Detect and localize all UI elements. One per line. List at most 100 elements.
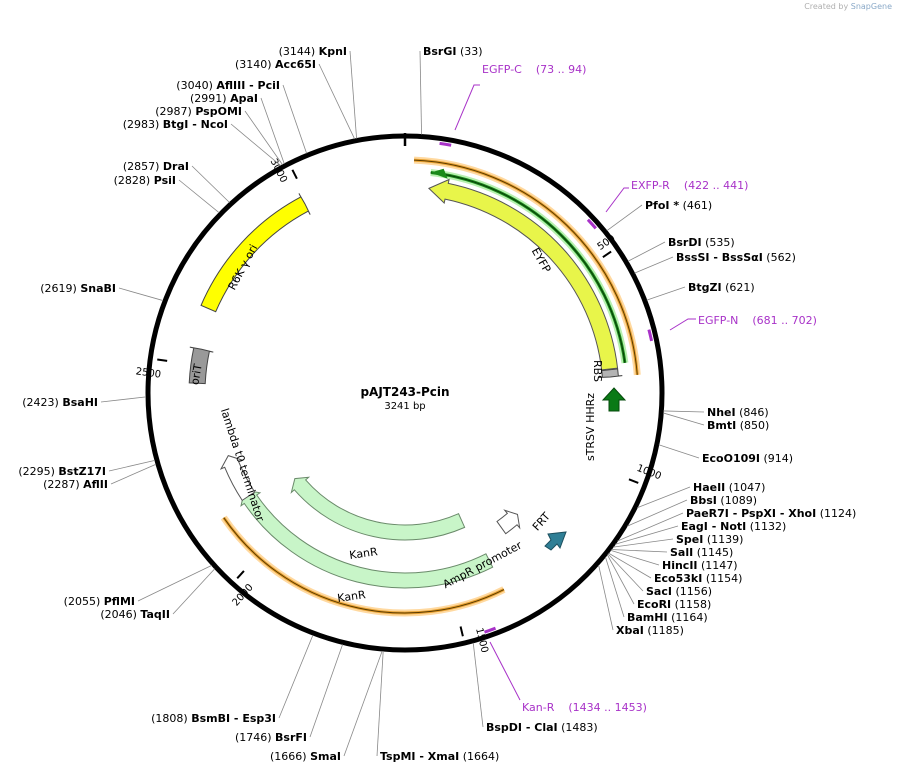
site-position: (1808) xyxy=(151,712,188,725)
site-label[interactable]: SpeI (1139) xyxy=(676,533,743,546)
site-label[interactable]: BamHI (1164) xyxy=(627,611,708,624)
feature-r6k-gamma-ori[interactable] xyxy=(200,193,311,313)
feature-kanr-inner[interactable] xyxy=(290,476,466,541)
site-position: (1047) xyxy=(729,481,766,494)
site-label[interactable]: NheI (846) xyxy=(707,406,769,419)
feature-lambda-t0-terminator[interactable] xyxy=(219,455,256,502)
site-name: DraI xyxy=(163,160,189,173)
site-name: PsiI xyxy=(154,174,176,187)
site-label[interactable]: (2423) BsaHI xyxy=(22,396,98,409)
site-name: Esp3I xyxy=(242,712,276,725)
site-label[interactable]: (3144) KpnI xyxy=(279,45,347,58)
site-label[interactable]: PaeR7I - PspXI - XhoI (1124) xyxy=(686,507,856,520)
primer-label[interactable]: Kan-R(1434 .. 1453) xyxy=(522,701,647,714)
primer-leader xyxy=(605,187,629,213)
site-leader xyxy=(634,256,674,274)
primer-mark xyxy=(484,626,497,634)
site-label[interactable]: EagI - NotI (1132) xyxy=(681,520,786,533)
site-label[interactable]: (1666) SmaI xyxy=(270,750,341,763)
site-label[interactable]: BtgZI (621) xyxy=(688,281,755,294)
site-label[interactable]: (2857) DraI xyxy=(123,160,189,173)
site-label[interactable]: SacI (1156) xyxy=(646,585,712,598)
site-leader xyxy=(230,123,282,167)
site-position: (3140) xyxy=(235,58,272,71)
site-leader xyxy=(137,565,212,602)
site-label[interactable]: (2287) AflII xyxy=(43,478,108,491)
site-name: PfoI * xyxy=(645,199,679,212)
tick-mark xyxy=(602,250,612,259)
site-position: (535) xyxy=(705,236,735,249)
site-position: (1185) xyxy=(647,624,684,637)
site-label[interactable]: BsrGI (33) xyxy=(423,45,483,58)
site-label[interactable]: XbaI (1185) xyxy=(616,624,684,637)
site-label[interactable]: BssSI - BssSαI (562) xyxy=(676,251,796,264)
site-label[interactable]: SalI (1145) xyxy=(670,546,733,559)
site-label[interactable]: EcoRI (1158) xyxy=(637,598,711,611)
site-label[interactable]: (2991) ApaI xyxy=(190,92,258,105)
tick-mark xyxy=(459,626,464,637)
site-name: BbsI xyxy=(690,494,717,507)
site-label[interactable]: TspMI - XmaI (1664) xyxy=(380,750,499,763)
feature-strsv-hhrz[interactable] xyxy=(601,387,627,412)
feature-label-rbs: RBS xyxy=(591,360,604,382)
site-name: BsmBI xyxy=(191,712,230,725)
site-leader xyxy=(663,412,705,426)
site-label[interactable]: (3140) Acc65I xyxy=(235,58,316,71)
site-position: (562) xyxy=(766,251,796,264)
site-leader xyxy=(605,556,625,618)
site-label[interactable]: Eco53kI (1154) xyxy=(654,572,742,585)
site-label[interactable]: HaeII (1047) xyxy=(693,481,765,494)
site-name: PspXI xyxy=(741,507,776,520)
site-label[interactable]: HincII (1147) xyxy=(662,559,738,572)
feature-rbs[interactable] xyxy=(598,368,623,379)
site-label[interactable]: (2055) PflMI xyxy=(64,595,135,608)
feature-frt[interactable] xyxy=(544,531,567,551)
primer-label[interactable]: EGFP-N(681 .. 702) xyxy=(698,314,817,327)
primer-label[interactable]: EGFP-C(73 .. 94) xyxy=(482,63,586,76)
site-leader xyxy=(309,644,343,738)
primer-name: EGFP-N xyxy=(698,314,738,327)
site-label[interactable]: (2983) BtgI - NcoI xyxy=(123,118,228,131)
site-position: (1124) xyxy=(820,507,857,520)
site-label[interactable]: (2046) TaqII xyxy=(100,608,170,621)
site-name: BsrDI xyxy=(668,236,702,249)
site-label[interactable]: (1808) BsmBI - Esp3I xyxy=(151,712,276,725)
site-leader xyxy=(615,525,679,545)
site-name: - xyxy=(776,507,788,520)
site-label[interactable]: PfoI * (461) xyxy=(645,199,712,212)
feature-label-kanr-inner: KanR xyxy=(349,545,379,562)
site-name: HaeII xyxy=(693,481,725,494)
tick-mark xyxy=(291,169,298,180)
feature-eyfp[interactable] xyxy=(428,178,619,371)
site-label[interactable]: (2619) SnaBI xyxy=(40,282,116,295)
primer-label[interactable]: EXFP-R(422 .. 441) xyxy=(631,179,748,192)
site-label[interactable]: (1746) BsrFI xyxy=(235,731,307,744)
site-name: XmaI xyxy=(428,750,459,763)
site-label[interactable]: (2987) PspOMI xyxy=(155,105,242,118)
site-label[interactable]: (2828) PsiI xyxy=(114,174,176,187)
primer-name: Kan-R xyxy=(522,701,555,714)
site-label[interactable]: BbsI (1089) xyxy=(690,494,757,507)
site-label[interactable]: BsrDI (535) xyxy=(668,236,735,249)
site-label[interactable]: (2295) BstZ17I xyxy=(18,465,106,478)
plasmid-length: 3241 bp xyxy=(384,401,425,412)
feature-ampr-promoter[interactable] xyxy=(496,509,521,535)
backbone xyxy=(145,133,665,653)
site-label[interactable]: BspDI - ClaI (1483) xyxy=(486,721,598,734)
site-position: (914) xyxy=(764,452,794,465)
site-name: TspMI xyxy=(380,750,416,763)
site-label[interactable]: (3040) AflIII - PciI xyxy=(176,79,280,92)
site-leader xyxy=(108,459,156,472)
feature-orit[interactable] xyxy=(188,346,214,385)
site-position: (1145) xyxy=(697,546,734,559)
site-label[interactable]: BmtI (850) xyxy=(707,419,769,432)
site-name: BmtI xyxy=(707,419,736,432)
tick-mark xyxy=(157,358,168,362)
site-label[interactable]: EcoO109I (914) xyxy=(702,452,793,465)
green-band-arrowhead xyxy=(430,168,448,179)
site-name: - xyxy=(188,118,200,131)
primer-name: EGFP-C xyxy=(482,63,522,76)
site-leader xyxy=(598,564,614,631)
site-name: PflMI xyxy=(104,595,135,608)
site-position: (2857) xyxy=(123,160,160,173)
